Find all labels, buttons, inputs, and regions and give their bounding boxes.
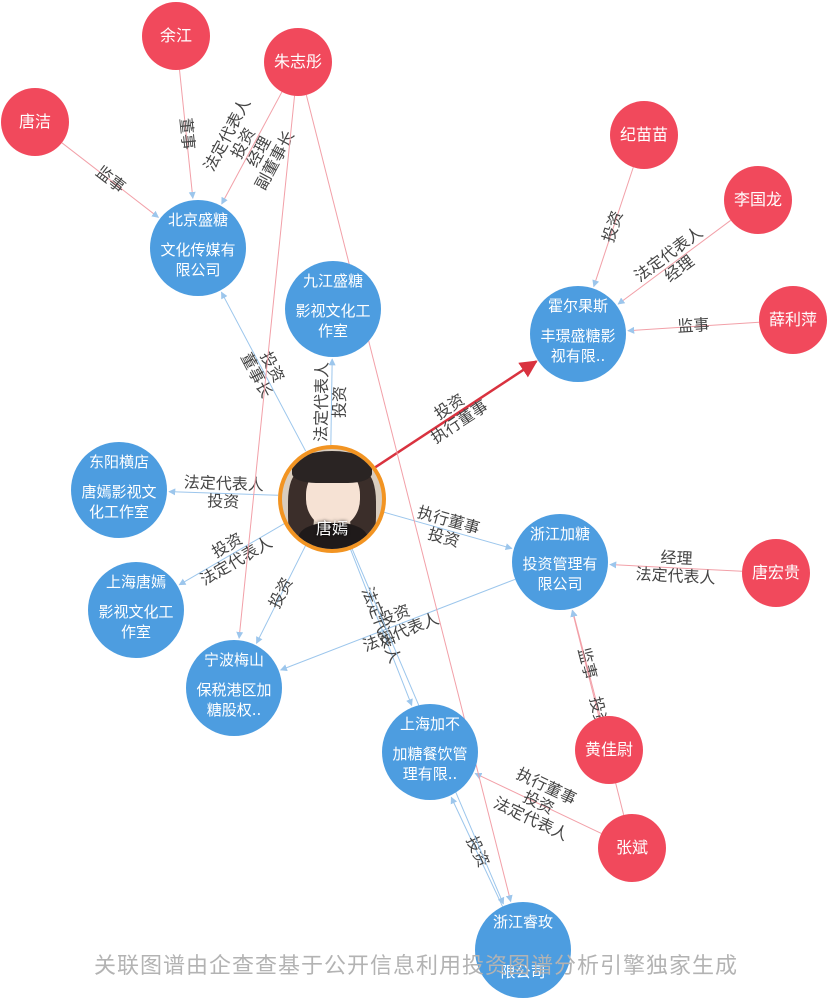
portrait-hat	[292, 451, 372, 483]
company-label-line2: 文化传媒有	[160, 241, 236, 259]
edge-tangyan-jiujiang	[328, 358, 336, 446]
company-label-line1: 宁波梅山	[203, 651, 264, 669]
edge-label: 法定代表人	[184, 473, 265, 495]
person-label: 张斌	[615, 838, 648, 857]
person-node-yujiang[interactable]: 余江	[142, 2, 210, 70]
edge-tangjie-beijing	[61, 142, 159, 218]
company-node-ningbo[interactable]: 宁波梅山 保税港区加 糖股权..	[186, 640, 282, 736]
person-node-liguolong[interactable]: 李国龙	[724, 166, 792, 234]
edge-label: 董事	[176, 117, 198, 151]
edge-label: 投资	[207, 491, 240, 511]
edge-zhuzhitong-beijing	[221, 91, 283, 205]
company-label-line3: 视有限..	[550, 347, 606, 365]
edge-label: 监事	[677, 315, 710, 336]
company-label-line2: 丰璟盛糖影	[540, 327, 616, 345]
company-node-shanghaitangyan[interactable]: 上海唐嫣 影视文化工 作室	[88, 562, 184, 658]
edge-tangyan-huoerguosi	[372, 360, 538, 470]
company-label-line2: 加糖餐饮管	[392, 745, 468, 763]
edge-yujiang-beijing	[179, 69, 196, 199]
company-label-line1: 霍尔果斯	[547, 297, 608, 315]
person-node-xueliping[interactable]: 薛利萍	[759, 286, 827, 354]
edge-tangyan-dongyang	[168, 488, 279, 496]
company-label-line3: 理有限..	[402, 765, 458, 783]
company-label-line1: 东阳横店	[88, 453, 149, 471]
company-node-beijing[interactable]: 北京盛糖 文化传媒有 限公司	[150, 200, 246, 296]
company-label-line1: 九江盛糖	[302, 272, 363, 290]
company-label-line3: 糖股权..	[206, 701, 262, 719]
person-node-zhuzhitong[interactable]: 朱志彤	[264, 28, 332, 96]
company-label-line2: 保税港区加	[196, 681, 272, 699]
edge-liguolong-huoerguosi	[617, 219, 732, 305]
edge-label: 投资	[265, 574, 296, 611]
company-node-zhejiangruimei[interactable]: 浙江睿玫 限公司	[475, 902, 571, 998]
person-node-jimiaomiao[interactable]: 纪苗苗	[610, 101, 678, 169]
company-label-line2: 影视文化工	[295, 302, 371, 320]
edge-tanghonggui-zhejiangjiatang	[609, 561, 743, 572]
edge-huangjiawei-zhejiangjiatang	[570, 609, 601, 718]
company-label-line3: 化工作室	[88, 503, 149, 521]
person-label: 薛利萍	[768, 310, 817, 329]
edge-zhuzhitong-zhejiangruimei	[305, 94, 513, 903]
person-node-tanghonggui[interactable]: 唐宏贵	[742, 539, 810, 607]
company-label-line1: 浙江睿玫	[492, 913, 553, 931]
footer-caption: 关联图谱由企查查基于公开信息利用投资图谱分析引擎独家生成	[93, 954, 738, 979]
company-label-line3: 作室	[120, 623, 151, 641]
edge-label: 经理	[660, 548, 693, 569]
edge-tangyan-shanghaijiabu	[348, 545, 413, 707]
edge-tangyan-beijing	[220, 291, 307, 452]
edge-label: 法定代表人	[311, 362, 331, 442]
company-node-zhejiangjiatang[interactable]: 浙江加糖 投资管理有 限公司	[512, 514, 608, 610]
company-label-line2: 投资管理有	[522, 555, 598, 573]
edge-zhangbin-shanghaijiabu	[474, 773, 602, 834]
company-node-shanghaijiabu[interactable]: 上海加不 加糖餐饮管 理有限..	[382, 704, 478, 800]
edge-tangyan-ningbo	[256, 543, 308, 644]
edge-label: 投资	[462, 833, 493, 870]
edge-zhejiangruimei-shanghaijiabu	[450, 796, 504, 907]
portrait-body	[298, 523, 368, 549]
edge-label: 监事	[92, 162, 129, 197]
edge-label: 法定代表人	[635, 564, 716, 587]
person-label: 李国龙	[733, 190, 782, 209]
company-label-line2: 唐嫣影视文	[81, 483, 157, 501]
company-label-line3: 限公司	[500, 963, 546, 981]
edge-label: 投资	[330, 386, 350, 418]
company-label-line1: 北京盛糖	[167, 211, 228, 229]
person-node-huangjiawei[interactable]: 黄佳尉	[575, 716, 643, 784]
company-label-line1: 上海加不	[399, 715, 460, 733]
company-label-line3: 限公司	[175, 261, 221, 279]
edge-jimiaomiao-huoerguosi	[592, 167, 634, 288]
company-label-line3: 作室	[317, 322, 348, 340]
company-label-line3: 限公司	[537, 575, 583, 593]
edge-tangyan-zhejiangjiatang	[379, 510, 513, 551]
person-label: 余江	[159, 26, 192, 45]
edge-zhuzhitong-ningbo	[236, 95, 296, 639]
person-label: 纪苗苗	[619, 125, 668, 144]
company-node-dongyang[interactable]: 东阳横店 唐嫣影视文 化工作室	[71, 442, 167, 538]
company-node-jiujiang[interactable]: 九江盛糖 影视文化工 作室	[285, 261, 381, 357]
center-node-label: 唐嫣	[315, 519, 348, 538]
person-node-tangjie[interactable]: 唐洁	[1, 88, 69, 156]
edge-zhejiangjiatang-ningbo	[279, 578, 516, 671]
person-node-zhangbin[interactable]: 张斌	[598, 814, 666, 882]
company-label-line2: 影视文化工	[98, 603, 174, 621]
person-label: 朱志彤	[273, 52, 322, 71]
company-node-huoerguosi[interactable]: 霍尔果斯 丰璟盛糖影 视有限..	[530, 286, 626, 382]
edge-label: 投资	[599, 208, 627, 244]
person-label: 黄佳尉	[584, 740, 633, 759]
center-node-tangyan[interactable]: 唐嫣	[278, 445, 386, 553]
edge-tangyan-shanghaitangyan	[178, 522, 286, 586]
edge-xueliping-huoerguosi	[627, 321, 760, 334]
person-label: 唐宏贵	[751, 563, 800, 582]
edge-label: 监事	[574, 646, 600, 682]
company-label-line1: 上海唐嫣	[105, 573, 166, 591]
company-label-line1: 浙江加糖	[529, 525, 590, 543]
person-label: 唐洁	[18, 112, 51, 131]
